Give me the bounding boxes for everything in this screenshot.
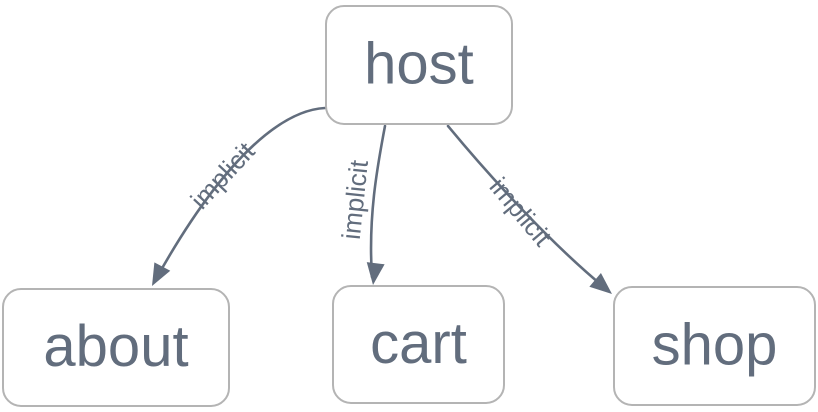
node-box[interactable] [325, 5, 513, 125]
node-box[interactable] [332, 285, 505, 404]
node-about[interactable]: about [2, 288, 230, 407]
edge-arrowhead [366, 262, 385, 285]
edges-layer [152, 106, 612, 294]
edge-line [154, 106, 327, 281]
edge-label: implicit [484, 172, 559, 253]
edge-host-to-about [152, 106, 327, 286]
edge-host-to-shop [446, 124, 612, 294]
edge-arrowhead [589, 272, 612, 294]
edge-label: implicit [336, 158, 374, 241]
node-cart[interactable]: cart [332, 285, 505, 404]
edge-line [369, 124, 387, 279]
node-box[interactable] [613, 286, 816, 406]
edge-arrowhead [152, 262, 171, 286]
node-box[interactable] [2, 288, 230, 407]
node-label: host [364, 31, 474, 96]
edge-line [446, 124, 607, 290]
node-shop[interactable]: shop [613, 286, 816, 406]
nodes-layer: host about cart shop [2, 5, 816, 407]
node-label: shop [652, 312, 778, 377]
node-label: cart [370, 311, 467, 376]
node-label: about [43, 314, 188, 379]
edge-host-to-cart [366, 124, 387, 285]
edge-label: implicit [184, 136, 261, 215]
node-host[interactable]: host [325, 5, 513, 125]
